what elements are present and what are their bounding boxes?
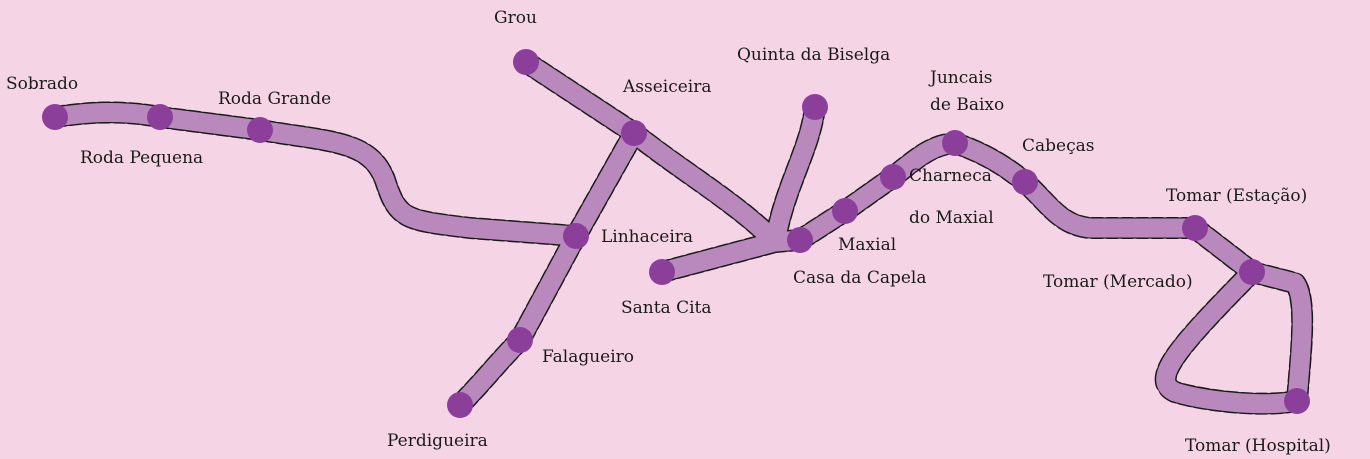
track-biselga-junction: [765, 97, 825, 252]
station-juncais-de-baixo: [942, 130, 968, 156]
label-quinta-da-biselga: Quinta da Biselga: [737, 45, 890, 65]
label-roda-grande: Roda Grande: [218, 89, 331, 109]
station-sobrado: [42, 104, 68, 130]
station-maxial: [832, 198, 858, 224]
station-falagueiro: [507, 327, 533, 353]
track-sobrado-linhaceira: [45, 102, 586, 246]
label-grou: Grou: [494, 8, 537, 28]
station-roda-grande: [247, 117, 273, 143]
track-asseiceira-junction: [624, 123, 785, 252]
label-santa-cita: Santa Cita: [621, 298, 712, 318]
station-perdigueira: [447, 392, 473, 418]
label-sobrado: Sobrado: [6, 74, 78, 94]
track-asseiceira-linhaceira: [566, 123, 644, 246]
station-asseiceira: [621, 120, 647, 146]
station-tomar-hospital: [1284, 388, 1310, 414]
label-maxial: Maxial: [838, 235, 896, 255]
label-casa-da-capela: Casa da Capela: [793, 268, 927, 288]
station-quinta-da-biselga: [802, 94, 828, 120]
label-cabecas: Cabeças: [1022, 136, 1094, 156]
label-juncais-line2: de Baixo: [930, 95, 1004, 115]
track-linhaceira-falagueiro: [510, 226, 586, 350]
label-tomar-mercado: Tomar (Mercado): [1043, 272, 1193, 292]
station-santa-cita: [649, 259, 675, 285]
station-grou: [513, 49, 539, 75]
label-roda-pequena: Roda Pequena: [80, 148, 203, 168]
label-linhaceira: Linhaceira: [601, 227, 693, 247]
track-falagueiro-perdigueira: [450, 330, 530, 415]
station-layer: [42, 49, 1310, 418]
station-cabecas: [1012, 169, 1038, 195]
station-charneca-do-maxial: [880, 164, 906, 190]
station-roda-pequena: [147, 104, 173, 130]
label-asseiceira: Asseiceira: [622, 77, 712, 97]
label-charneca-line1: Charneca: [909, 166, 992, 186]
label-falagueiro: Falagueiro: [542, 347, 634, 367]
label-layer: Sobrado Roda Pequena Roda Grande Grou As…: [6, 8, 1331, 456]
label-tomar-hospital: Tomar (Hospital): [1185, 436, 1331, 456]
station-casa-da-capela: [787, 227, 813, 253]
label-charneca-line2: do Maxial: [909, 208, 994, 228]
label-tomar-estacao: Tomar (Estação): [1166, 186, 1307, 206]
station-tomar-mercado: [1239, 259, 1265, 285]
track-grou-asseiceira: [516, 52, 644, 143]
label-perdigueira: Perdigueira: [387, 431, 488, 451]
station-linhaceira: [563, 223, 589, 249]
track-santa-cita-junction: [652, 232, 785, 282]
track-tomar-loop: [1156, 262, 1312, 414]
station-tomar-estacao: [1182, 215, 1208, 241]
label-juncais-line1: Juncais: [928, 68, 993, 88]
